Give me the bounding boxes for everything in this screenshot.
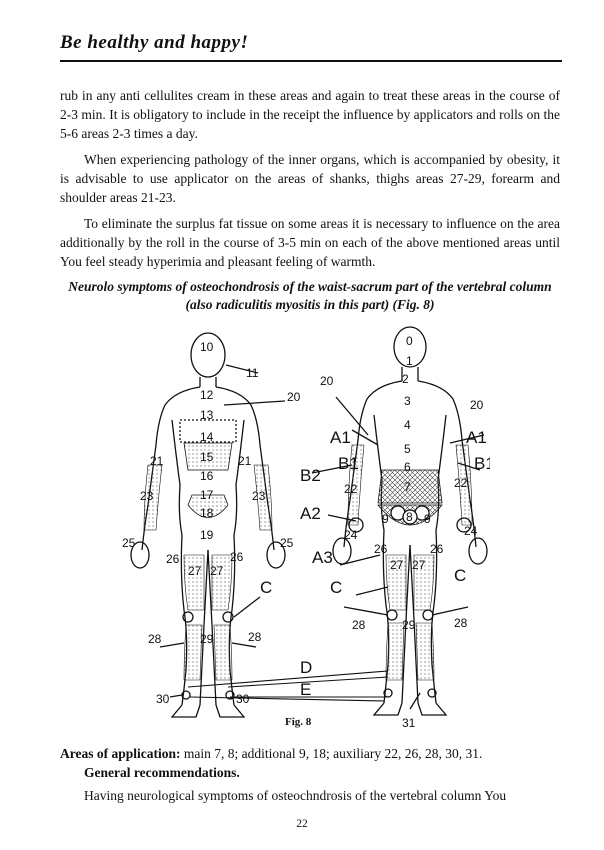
label-3: 3	[404, 394, 411, 408]
paragraph-4: Having neurological symptoms of osteochn…	[84, 788, 507, 803]
label-26-left: 26	[166, 552, 180, 566]
page-number: 22	[296, 818, 308, 830]
header-rule	[60, 60, 562, 62]
label-27-right: 27	[210, 564, 224, 578]
label-c-back-left: C	[330, 578, 342, 597]
body-diagram-figure: 10 11 12 13 14 15 16 17 18 19 20 21 21 2…	[120, 325, 490, 735]
label-17: 17	[200, 488, 214, 502]
label-4: 4	[404, 418, 411, 432]
label-28-right: 28	[248, 630, 262, 644]
label-19: 19	[200, 528, 214, 542]
label-c-front: C	[260, 578, 272, 597]
label-30-left: 30	[156, 692, 170, 706]
label-18: 18	[200, 506, 214, 520]
label-a2: A2	[300, 504, 321, 523]
paragraph-3: To eliminate the surplus fat tissue on s…	[60, 216, 560, 269]
label-25-right: 25	[280, 536, 294, 550]
label-7: 7	[404, 480, 411, 494]
label-26-back-right: 26	[430, 542, 444, 556]
label-2: 2	[402, 372, 409, 386]
label-20-back-left: 20	[320, 374, 334, 388]
label-23-right: 23	[252, 489, 266, 503]
label-30-right: 30	[236, 692, 250, 706]
label-21-left: 21	[150, 454, 164, 468]
label-13: 13	[200, 408, 214, 422]
label-26-right: 26	[230, 550, 244, 564]
label-24-right: 24	[464, 524, 478, 538]
label-b1-right: B1	[474, 454, 490, 473]
label-12: 12	[200, 388, 214, 402]
label-15: 15	[200, 450, 214, 464]
label-d: D	[300, 658, 312, 677]
paragraph-1: rub in any anti cellulites cream in thes…	[60, 88, 560, 141]
label-28-left: 28	[148, 632, 162, 646]
label-31: 31	[402, 716, 416, 730]
label-26-back-left: 26	[374, 542, 388, 556]
label-a1-left: A1	[330, 428, 351, 447]
label-11: 11	[246, 366, 259, 380]
label-28-back-left: 28	[352, 618, 366, 632]
label-5: 5	[404, 442, 411, 456]
label-20-back-right: 20	[470, 398, 484, 412]
label-22-right: 22	[454, 476, 468, 490]
label-25-left: 25	[122, 536, 136, 550]
label-b2: B2	[300, 466, 321, 485]
label-24-left: 24	[344, 528, 358, 542]
section-title: Neurolo symptoms of osteochondrosis of t…	[68, 279, 552, 312]
label-e: E	[300, 680, 311, 699]
areas-label: Areas of application:	[60, 746, 181, 761]
body-diagram: 10 11 12 13 14 15 16 17 18 19 20 21 21 2…	[122, 326, 490, 730]
label-a3: A3	[312, 548, 333, 567]
label-a1-right: A1	[466, 428, 487, 447]
de-connectors	[187, 670, 389, 702]
running-header: Be healthy and happy!	[60, 32, 249, 53]
label-22-left: 22	[344, 482, 358, 496]
figure-caption: Fig. 8	[285, 716, 312, 728]
label-23-left: 23	[140, 489, 154, 503]
areas-text: main 7, 8; additional 9, 18; auxiliary 2…	[180, 746, 483, 761]
label-14: 14	[200, 430, 214, 444]
label-9-right: 9	[424, 512, 431, 526]
paragraph-2: When experiencing pathology of the inner…	[60, 152, 560, 205]
label-9-left: 9	[382, 512, 389, 526]
label-27-back-right: 27	[412, 558, 426, 572]
label-20-front: 20	[287, 390, 301, 404]
label-27-back-left: 27	[390, 558, 404, 572]
label-29-front: 29	[200, 632, 214, 646]
label-8: 8	[406, 510, 413, 524]
label-21-right: 21	[238, 454, 252, 468]
label-6: 6	[404, 460, 411, 474]
label-0: 0	[406, 334, 413, 348]
label-16: 16	[200, 469, 214, 483]
general-recommendations-heading: General recommendations.	[84, 765, 240, 780]
front-figure	[130, 332, 286, 718]
label-27-left: 27	[188, 564, 202, 578]
label-10: 10	[200, 340, 214, 354]
label-28-back-right: 28	[454, 616, 468, 630]
areas-of-application: Areas of application: main 7, 8; additio…	[60, 744, 560, 763]
label-1: 1	[406, 354, 413, 368]
label-b1-left: B1	[338, 454, 359, 473]
back-figure	[311, 326, 488, 716]
label-c-back-right: C	[454, 566, 466, 585]
label-29-back: 29	[402, 618, 416, 632]
